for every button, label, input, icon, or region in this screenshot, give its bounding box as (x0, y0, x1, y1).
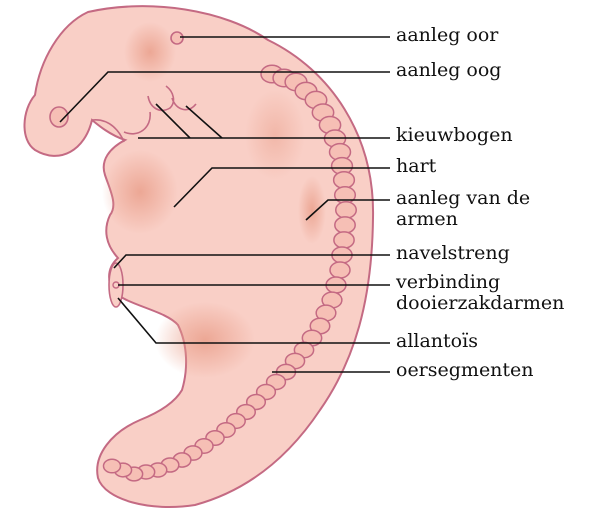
label-allantois: allantoïs (396, 331, 478, 352)
somite (335, 217, 355, 233)
label-hart: hart (396, 156, 436, 177)
somite (104, 459, 121, 473)
label-aanleg-armen-line2: armen (396, 209, 458, 230)
label-verbinding-line1: verbinding (396, 272, 500, 293)
somite (330, 262, 350, 278)
somite (334, 232, 354, 248)
label-aanleg-oog: aanleg oog (396, 60, 501, 81)
shading-heart (102, 150, 178, 234)
shading-head (124, 22, 176, 82)
label-navelstreng: navelstreng (396, 243, 510, 264)
embryo-body (24, 6, 373, 507)
shading-arm-bud (298, 176, 326, 244)
label-kieuwbogen: kieuwbogen (396, 125, 513, 146)
somite (334, 172, 355, 189)
shading-allantois (155, 302, 255, 378)
label-oersegmenten: oersegmenten (396, 360, 534, 381)
label-aanleg-armen-line1: aanleg van de (396, 188, 530, 209)
label-aanleg-oor: aanleg oor (396, 25, 498, 46)
shading-back (245, 90, 305, 180)
label-verbinding-line2: dooierzakdarmen (396, 293, 564, 314)
somite (336, 202, 357, 218)
ear-primordium (171, 32, 183, 44)
